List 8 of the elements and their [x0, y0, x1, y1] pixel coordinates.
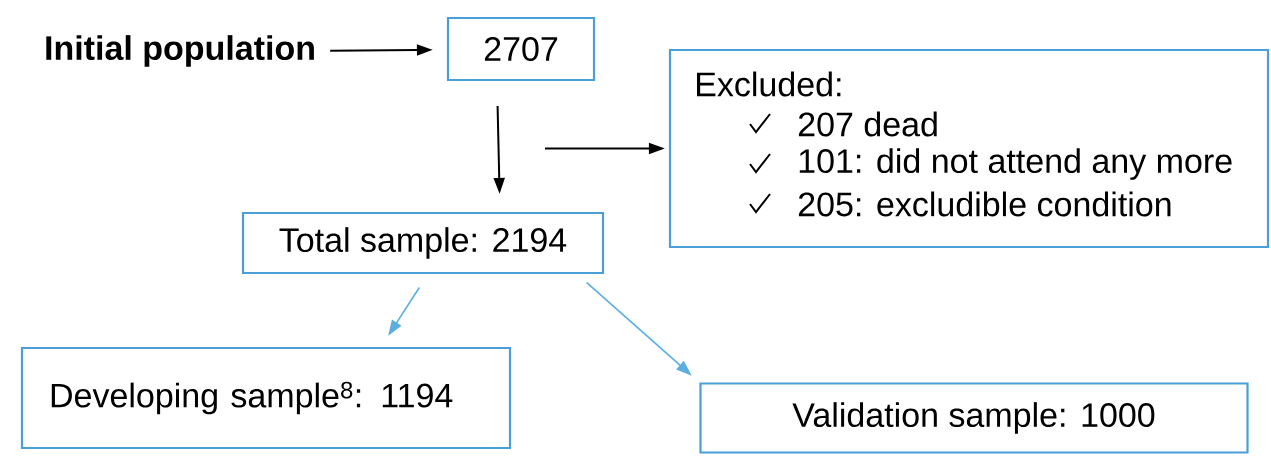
list-item: 205: excludible condition: [798, 191, 1171, 217]
process-box: Validation sample: 1000: [699, 382, 1249, 454]
process-box: Developing sample$^{8}$: 1194: [20, 346, 512, 450]
list-item: 101: did not attend any more: [799, 148, 1232, 180]
process-box: 2707: [446, 16, 596, 82]
process-box: Total sample: 2194: [241, 211, 605, 275]
list-item: 207 dead: [798, 111, 937, 137]
label-text: Initial population: [46, 35, 314, 67]
